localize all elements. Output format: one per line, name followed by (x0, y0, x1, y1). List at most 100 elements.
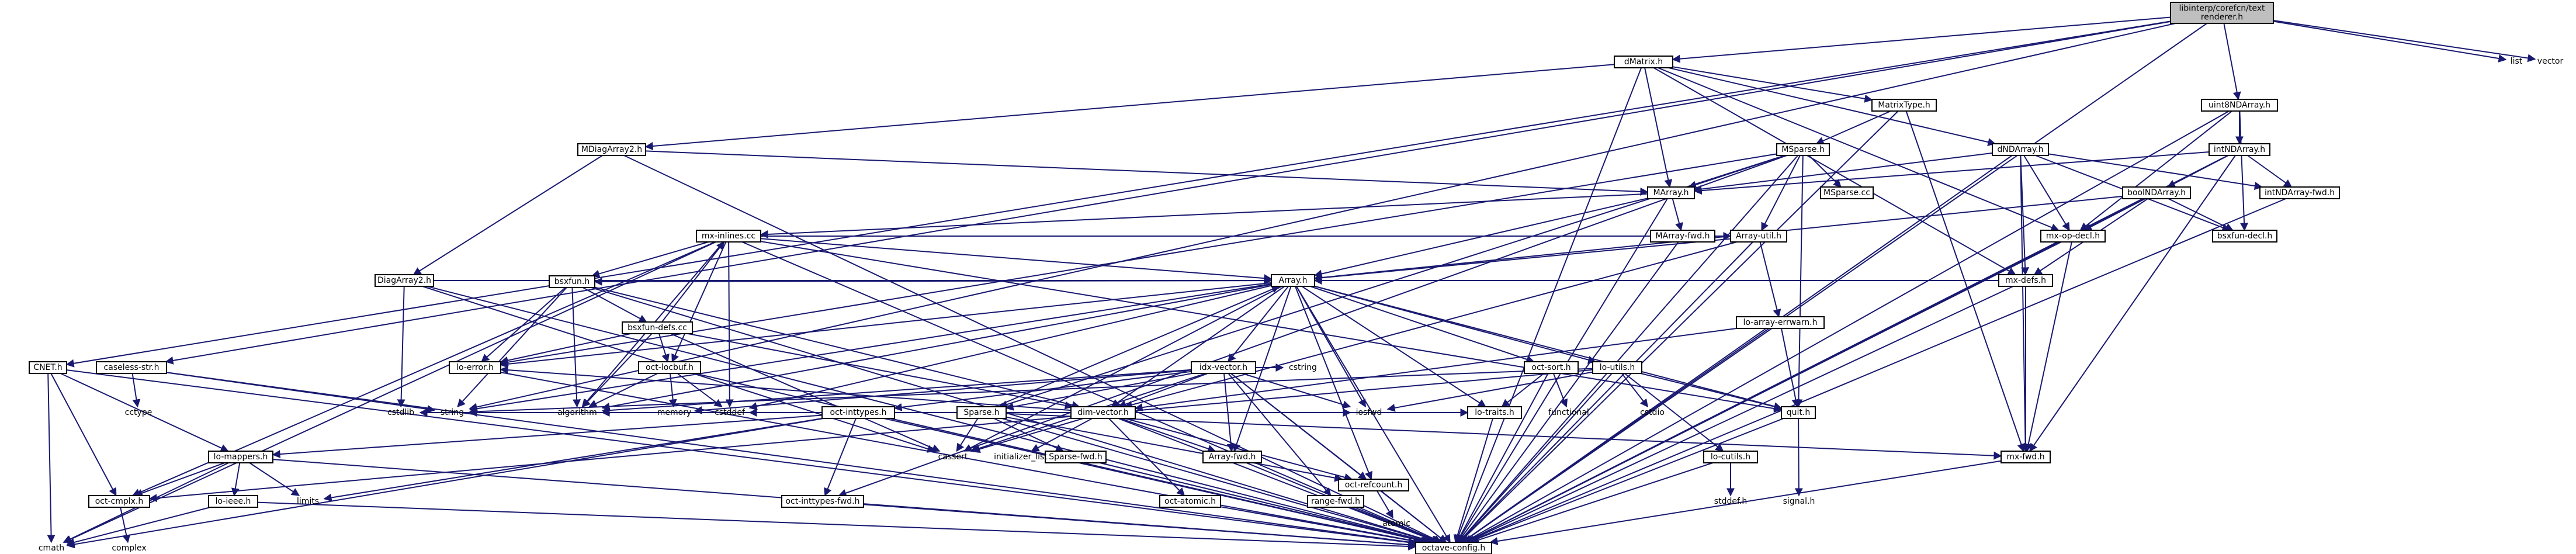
node-lo-utils[interactable]: lo-utils.h (1592, 361, 1642, 374)
edge-oct_sort-to-octave_config (1456, 373, 1549, 543)
edge-Array-to-octave_config (1296, 286, 1451, 543)
node-box (956, 406, 1007, 419)
node-oct-sort[interactable]: oct-sort.h (1524, 361, 1579, 374)
node-box (88, 495, 150, 508)
node-MArray[interactable]: MArray.h (1647, 186, 1695, 199)
edge-idx_vector-to-iosfwd (1242, 373, 1351, 409)
edge-lo_array_errwarn-to-quit (1781, 328, 1800, 408)
node-oct-inttypes[interactable]: oct-inttypes.h (821, 406, 895, 419)
edge-MArray-to-Array (1313, 198, 1648, 278)
node-bsxfun-defs[interactable]: bsxfun-defs.cc (622, 321, 693, 334)
node-MArray-fwd[interactable]: MArray-fwd.h (1650, 230, 1715, 243)
node-mx-defs[interactable]: mx-defs.h (1998, 274, 2053, 287)
node-Array-fwd[interactable]: Array-fwd.h (1202, 451, 1262, 463)
edge-caseless_str-to-octave_config (166, 372, 1417, 546)
node-Array-util[interactable]: Array-util.h (1730, 230, 1787, 243)
edge-bsxfun_defs-to-cassert (670, 333, 941, 452)
node-octave-config[interactable]: octave-config.h (1415, 542, 1492, 554)
dependency-edges (47, 16, 2536, 551)
node-range-fwd[interactable]: range-fwd.h (1307, 495, 1364, 508)
node-cmath: cmath (39, 543, 64, 553)
node-box (1736, 316, 1825, 329)
node-label: MSparse.cc (1823, 188, 1870, 198)
node-dim-vector[interactable]: dim-vector.h (1070, 406, 1136, 419)
edge-uint8NDArray-to-octave_config (1463, 110, 2230, 543)
node-dMatrix[interactable]: dMatrix.h (1614, 56, 1673, 68)
node-Array[interactable]: Array.h (1271, 274, 1315, 287)
edge-lo_utils-to-string (469, 368, 1593, 416)
edge-oct_refcount-to-atomic (1377, 490, 1393, 519)
node-box (96, 361, 167, 374)
node-DiagArray2[interactable]: DiagArray2.h (375, 274, 434, 287)
edge-intNDArray-to-intNDArray_fwd (2247, 155, 2293, 188)
node-lo-traits[interactable]: lo-traits.h (1467, 406, 1522, 419)
node-label: cassert (938, 452, 968, 462)
edge-intNDArray-to-mx_fwd (2029, 155, 2236, 452)
node-oct-atomic[interactable]: oct-atomic.h (1159, 495, 1221, 508)
node-label: caseless-str.h (104, 363, 160, 372)
node-caseless-str[interactable]: caseless-str.h (96, 361, 167, 374)
node-label: limits (297, 497, 319, 506)
edge-Sparse-to-cassert (956, 418, 979, 452)
node-MSparse[interactable]: MSparse.h (1776, 143, 1830, 156)
edge-lo_mappers-to-limits (249, 462, 300, 496)
node-MatrixType[interactable]: MatrixType.h (1871, 99, 1937, 112)
edge-Array-to-dim_vector (1111, 286, 1285, 407)
edge-lo_error-to-octave_config (500, 372, 1423, 545)
node-boolNDArray[interactable]: boolNDArray.h (2122, 186, 2191, 199)
node-oct-cmplx[interactable]: oct-cmplx.h (88, 495, 150, 508)
node-CNET[interactable]: CNET.h (29, 361, 67, 374)
node-MDiagArray2[interactable]: MDiagArray2.h (577, 143, 646, 156)
node-intNDArray-fwd[interactable]: intNDArray-fwd.h (2259, 186, 2340, 199)
node-lo-error[interactable]: lo-error.h (449, 361, 501, 374)
node-label: algorithm (557, 408, 597, 417)
node-oct-locbuf[interactable]: oct-locbuf.h (638, 361, 701, 374)
node-box (1070, 406, 1136, 419)
node-cstring: cstring (1289, 363, 1317, 372)
edge-lo_traits-to-octave_config (1453, 418, 1493, 543)
edge-bsxfun-to-dim_vector (594, 286, 1080, 409)
edge-mx_inlines-to-bsxfun (591, 241, 709, 278)
node-MSparse-cc[interactable]: MSparse.cc (1820, 186, 1874, 199)
node-label: mx-defs.h (2005, 276, 2046, 285)
edge-boolNDArray-to-Array (1313, 195, 2123, 282)
edge-dim_vector-to-lo_error (500, 366, 1072, 411)
node-mx-fwd[interactable]: mx-fwd.h (2001, 451, 2051, 463)
node-mx-op-decl[interactable]: mx-op-decl.h (2040, 230, 2106, 243)
node-lo-ieee[interactable]: lo-ieee.h (208, 495, 258, 508)
node-dNDArray[interactable]: dNDArray.h (1992, 143, 2049, 156)
edge-lo_mappers-to-oct_cmplx (134, 462, 225, 497)
node-oct-refcount[interactable]: oct-refcount.h (1338, 479, 1409, 491)
edge-dNDArray-to-octave_config (1461, 155, 2013, 543)
edge-Sparse-to-octave_config (1001, 418, 1434, 545)
node-box (1592, 361, 1642, 374)
node-label: mx-op-decl.h (2046, 231, 2100, 241)
node-box (1271, 274, 1315, 287)
node-label: oct-cmplx.h (95, 497, 144, 506)
node-mx-inlines[interactable]: mx-inlines.cc (696, 230, 761, 243)
node-label: Array-fwd.h (1209, 452, 1256, 462)
node-uint8NDArray[interactable]: uint8NDArray.h (2201, 99, 2278, 112)
node-lo-cutils[interactable]: lo-cutils.h (1703, 451, 1758, 463)
node-intNDArray[interactable]: intNDArray.h (2209, 143, 2270, 156)
edge-bsxfun_defs-to-mx_inlines (661, 241, 725, 323)
node-box (208, 451, 273, 463)
node-bsxfun-decl[interactable]: bsxfun-decl.h (2212, 230, 2277, 243)
node-bsxfun[interactable]: bsxfun.h (549, 275, 595, 288)
node-idx-vector[interactable]: idx-vector.h (1191, 361, 1256, 374)
edge-lo_array_errwarn-to-octave_config (1461, 328, 1773, 543)
edge-oct_locbuf-to-memory (668, 373, 677, 408)
node-quit[interactable]: quit.h (1781, 406, 1816, 419)
node-label: intNDArray.h (2214, 145, 2265, 154)
node-box (577, 143, 646, 156)
edge-dMatrix-to-mx_defs (1653, 67, 2016, 275)
node-Sparse[interactable]: Sparse.h (956, 406, 1007, 419)
node-label: lo-ieee.h (216, 497, 251, 506)
node-Sparse-fwd[interactable]: Sparse-fwd.h (1045, 451, 1107, 463)
node-label: oct-sort.h (1531, 363, 1570, 372)
node-oct-inttypes-fwd[interactable]: oct-inttypes-fwd.h (781, 495, 864, 508)
node-lo-array-errwarn[interactable]: lo-array-errwarn.h (1736, 316, 1825, 329)
node-lo-mappers[interactable]: lo-mappers.h (208, 451, 273, 463)
node-label: lo-error.h (456, 363, 494, 372)
